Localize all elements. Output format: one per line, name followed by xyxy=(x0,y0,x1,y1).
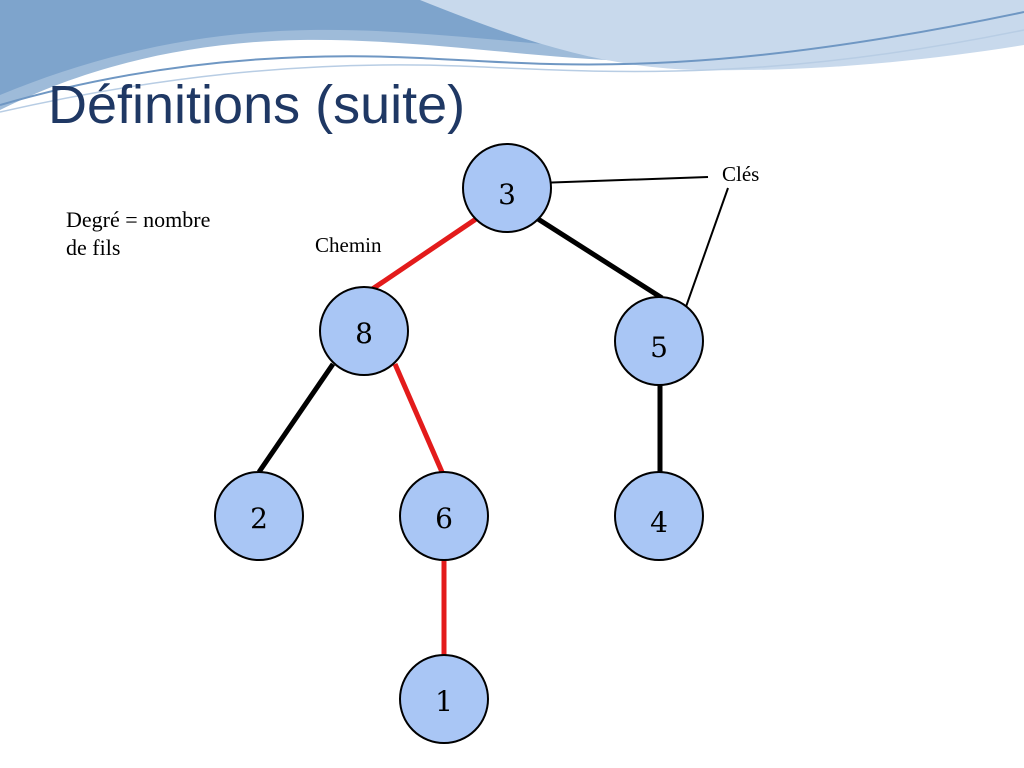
decorative-banner xyxy=(0,0,1024,113)
keys-label: Clés xyxy=(722,162,759,186)
path-label: Chemin xyxy=(315,233,382,257)
tree-node: 3 xyxy=(462,143,552,233)
keys-arrow-to-3 xyxy=(538,176,709,183)
node-circle xyxy=(214,471,304,561)
node-circle xyxy=(399,471,489,561)
keys-arrow-to-5 xyxy=(682,187,729,318)
node-key: 3 xyxy=(498,178,516,211)
degree-definition-note: Degré = nombre de fils xyxy=(66,206,210,262)
tree-node: 8 xyxy=(319,286,409,376)
tree-node: 2 xyxy=(214,471,304,561)
degree-note-line2: de fils xyxy=(66,235,121,260)
node-circle xyxy=(614,296,704,386)
node-circle xyxy=(614,471,704,561)
tree-node: 6 xyxy=(399,471,489,561)
edge-8-2 xyxy=(256,362,336,474)
edge-8-6 xyxy=(392,363,445,473)
edge-3-5 xyxy=(536,216,664,301)
node-circle xyxy=(319,286,409,376)
node-key: 8 xyxy=(355,317,373,350)
node-circle xyxy=(399,654,489,744)
tree-node: 5 xyxy=(614,296,704,386)
node-key: 6 xyxy=(435,502,453,535)
edge-3-8 xyxy=(366,216,478,295)
degree-note-line1: Degré = nombre xyxy=(66,207,211,232)
node-key: 4 xyxy=(650,506,668,539)
tree-node: 4 xyxy=(614,471,704,561)
tree-node: 1 xyxy=(399,654,489,744)
node-key: 2 xyxy=(250,502,268,535)
node-circle xyxy=(462,143,552,233)
node-key: 1 xyxy=(435,685,453,718)
node-key: 5 xyxy=(650,331,668,364)
slide-title: Définitions (suite) xyxy=(48,75,466,135)
